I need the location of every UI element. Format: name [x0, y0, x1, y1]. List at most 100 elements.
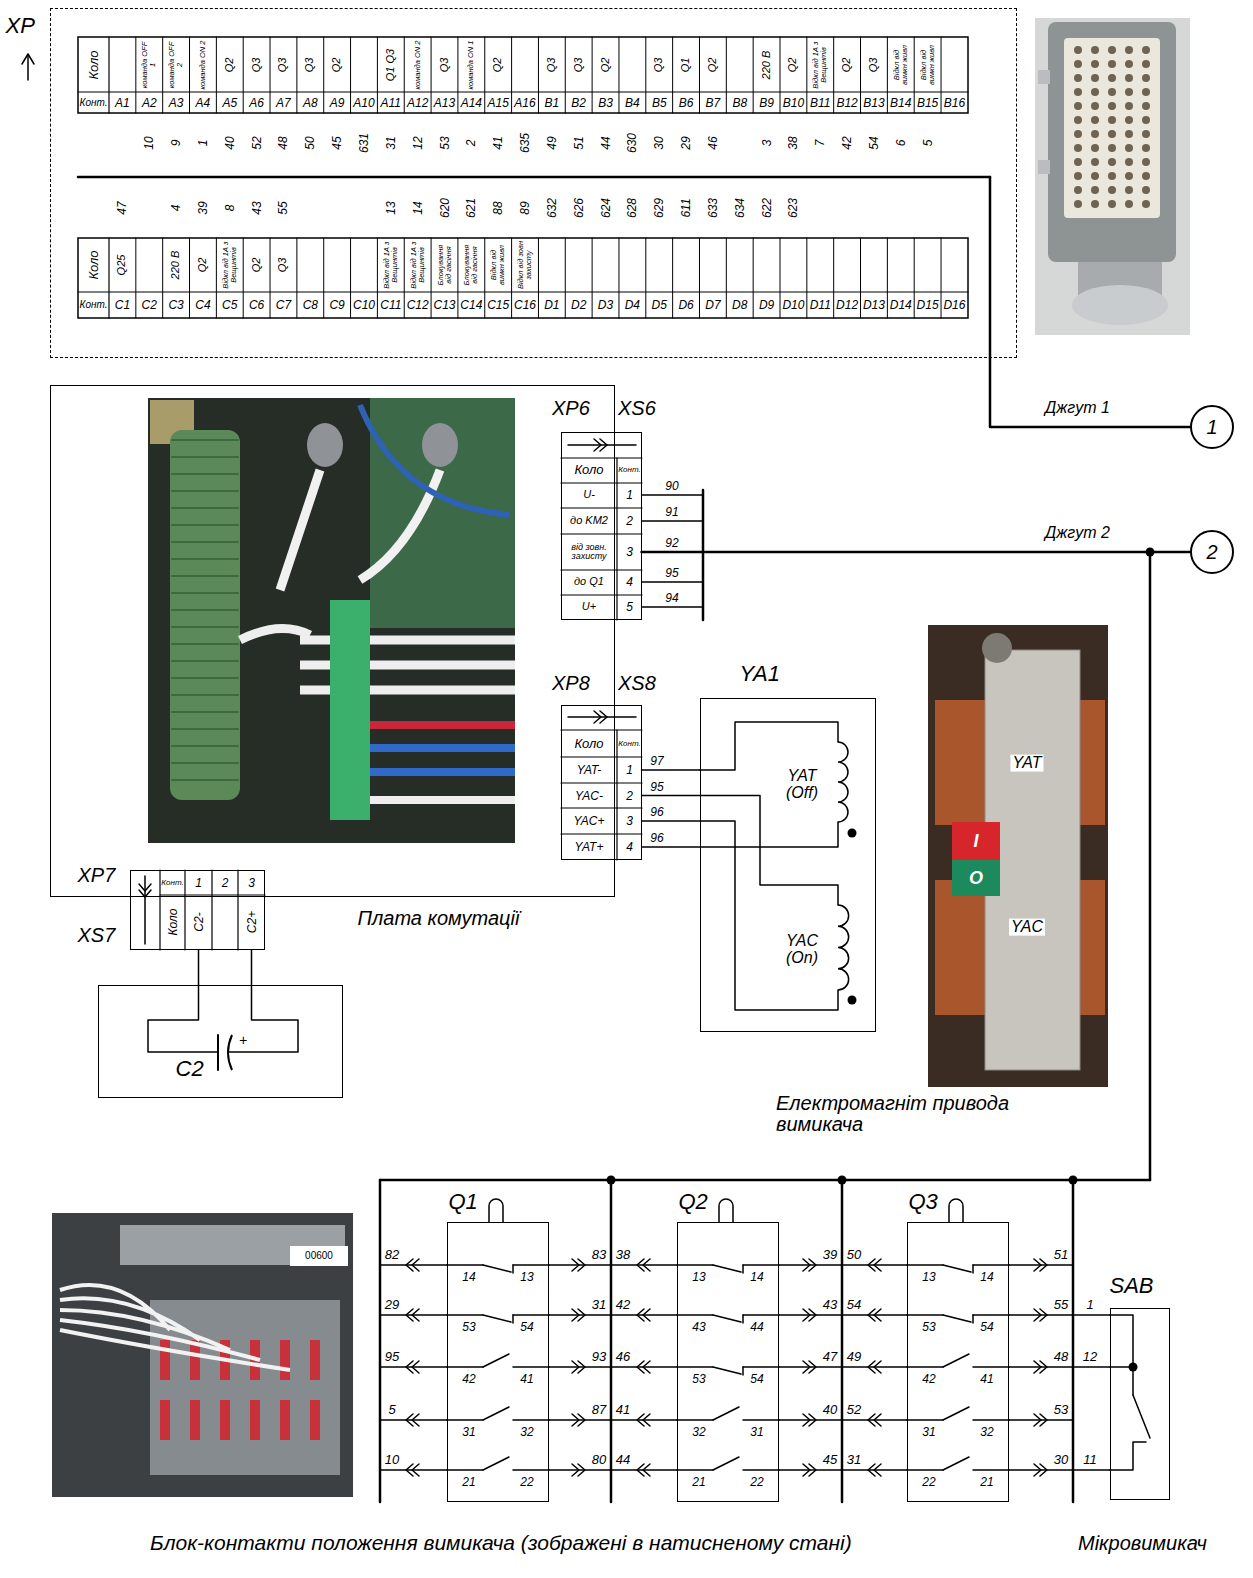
- table-rule: [457, 238, 458, 318]
- plug-symbol: [803, 1414, 810, 1426]
- wire-number: 38: [787, 136, 800, 149]
- wire-number: 43: [250, 201, 263, 214]
- table-rule: [162, 238, 163, 318]
- contact-lead: [973, 1314, 1009, 1316]
- wire-number: 51: [1054, 1248, 1068, 1262]
- contact-lead: [677, 1366, 713, 1368]
- table-rule: [561, 807, 642, 808]
- harness-wire: [990, 358, 1190, 427]
- wire-number: 94: [665, 592, 678, 605]
- plug-symbol: [643, 1259, 650, 1271]
- table-cell: Коло: [562, 463, 616, 477]
- table-rule: [323, 238, 324, 318]
- wire-number: 30: [653, 136, 666, 149]
- table-rule: [616, 458, 617, 620]
- node-title: XS6: [618, 397, 656, 419]
- table-rule: [323, 37, 324, 113]
- table-cell: Q3: [546, 40, 558, 90]
- harness-line: [78, 176, 990, 179]
- photo-post: [307, 423, 343, 467]
- wire-number: 87: [592, 1403, 606, 1417]
- photo-pin: [1125, 144, 1133, 152]
- plug-symbol: [568, 716, 636, 718]
- photo-pin: [1142, 74, 1150, 82]
- wire-number: 46: [707, 136, 720, 149]
- plug-symbol: [568, 444, 636, 446]
- photo-wire: [240, 629, 310, 640]
- wire-number: 31: [847, 1453, 861, 1467]
- table-rule: [404, 37, 405, 113]
- polarity-mark: +: [239, 1033, 247, 1048]
- photo-winding: [172, 694, 238, 696]
- table-cell: Конт.: [618, 466, 640, 474]
- contact-stop: [972, 1265, 974, 1273]
- table-cell: C15: [487, 299, 509, 312]
- photo-winding: [172, 745, 238, 747]
- wire-number: 629: [653, 198, 666, 218]
- photo-pin: [1091, 130, 1099, 138]
- table-rule: [184, 870, 185, 950]
- table-cell: A4: [196, 96, 211, 109]
- wire-number: 30: [1054, 1453, 1068, 1467]
- table-cell: 3: [626, 546, 633, 559]
- table-cell: Блокування від гасіння: [437, 240, 453, 290]
- photo-winding: [172, 507, 238, 509]
- table-cell: Q2: [788, 40, 800, 90]
- contact-lead: [907, 1469, 943, 1471]
- photo-pin: [1074, 116, 1082, 124]
- connector-photo: [1035, 18, 1190, 335]
- harness-callout: 1: [1190, 405, 1234, 449]
- contact-blade: [943, 1354, 969, 1367]
- wire: [1073, 1314, 1110, 1316]
- table-rule: [108, 238, 109, 318]
- contact-stop: [512, 1265, 514, 1273]
- table-rule: [672, 238, 673, 318]
- table-cell: D12: [836, 299, 858, 312]
- table-rule: [592, 238, 593, 318]
- photo-pin: [1091, 116, 1099, 124]
- junction-dot: [1146, 548, 1155, 557]
- contact-lead: [677, 1264, 713, 1266]
- junction-dot: [607, 1176, 616, 1185]
- photo-pin: [1125, 102, 1133, 110]
- table-cell: Q3: [278, 240, 290, 290]
- contact-number: 22: [520, 1476, 533, 1489]
- switch-blade: [1133, 1395, 1150, 1438]
- photo-pin: [1074, 60, 1082, 68]
- wire-number: 97: [650, 755, 663, 768]
- contact-lead: [447, 1469, 483, 1471]
- photo-pin: [1108, 130, 1116, 138]
- contact-blade: [483, 1457, 509, 1470]
- photo-label: YAT: [1010, 755, 1043, 772]
- wire-number: 42: [616, 1298, 630, 1312]
- photo-pin: [1091, 74, 1099, 82]
- wire-number: 621: [465, 198, 478, 218]
- wire-number: 31: [385, 136, 398, 149]
- table-cell: Коло: [562, 737, 616, 751]
- table-cell: C1: [115, 299, 130, 312]
- plug-symbol: [412, 1259, 419, 1271]
- capacitor-box: C2: [98, 985, 343, 1098]
- contact-lead: [513, 1469, 549, 1471]
- wire-number: 52: [847, 1403, 861, 1417]
- table-rule: [270, 238, 271, 318]
- plug-symbol: [139, 884, 151, 891]
- wire-number: 6: [894, 140, 907, 147]
- table-cell: до Q1: [562, 576, 616, 588]
- table-cell: Q3: [278, 40, 290, 90]
- capacitor-plate: [217, 1035, 219, 1070]
- table-cell: Q2: [492, 40, 504, 90]
- table-cell: 1: [195, 876, 202, 889]
- wire-bus: [379, 1180, 382, 1502]
- table-rule: [726, 238, 727, 318]
- table-cell: 220 В: [170, 240, 182, 290]
- harness-line: [989, 177, 992, 358]
- photo-winding: [172, 439, 238, 441]
- contact-number: 22: [922, 1476, 935, 1489]
- photo-pin: [1125, 172, 1133, 180]
- table-cell: Q2: [841, 40, 853, 90]
- caption: Блок-контакти положення вимикача (зображ…: [150, 1532, 852, 1554]
- table-rule: [377, 37, 378, 113]
- tables: [78, 37, 968, 950]
- table-cell: команда ON 2: [414, 40, 422, 90]
